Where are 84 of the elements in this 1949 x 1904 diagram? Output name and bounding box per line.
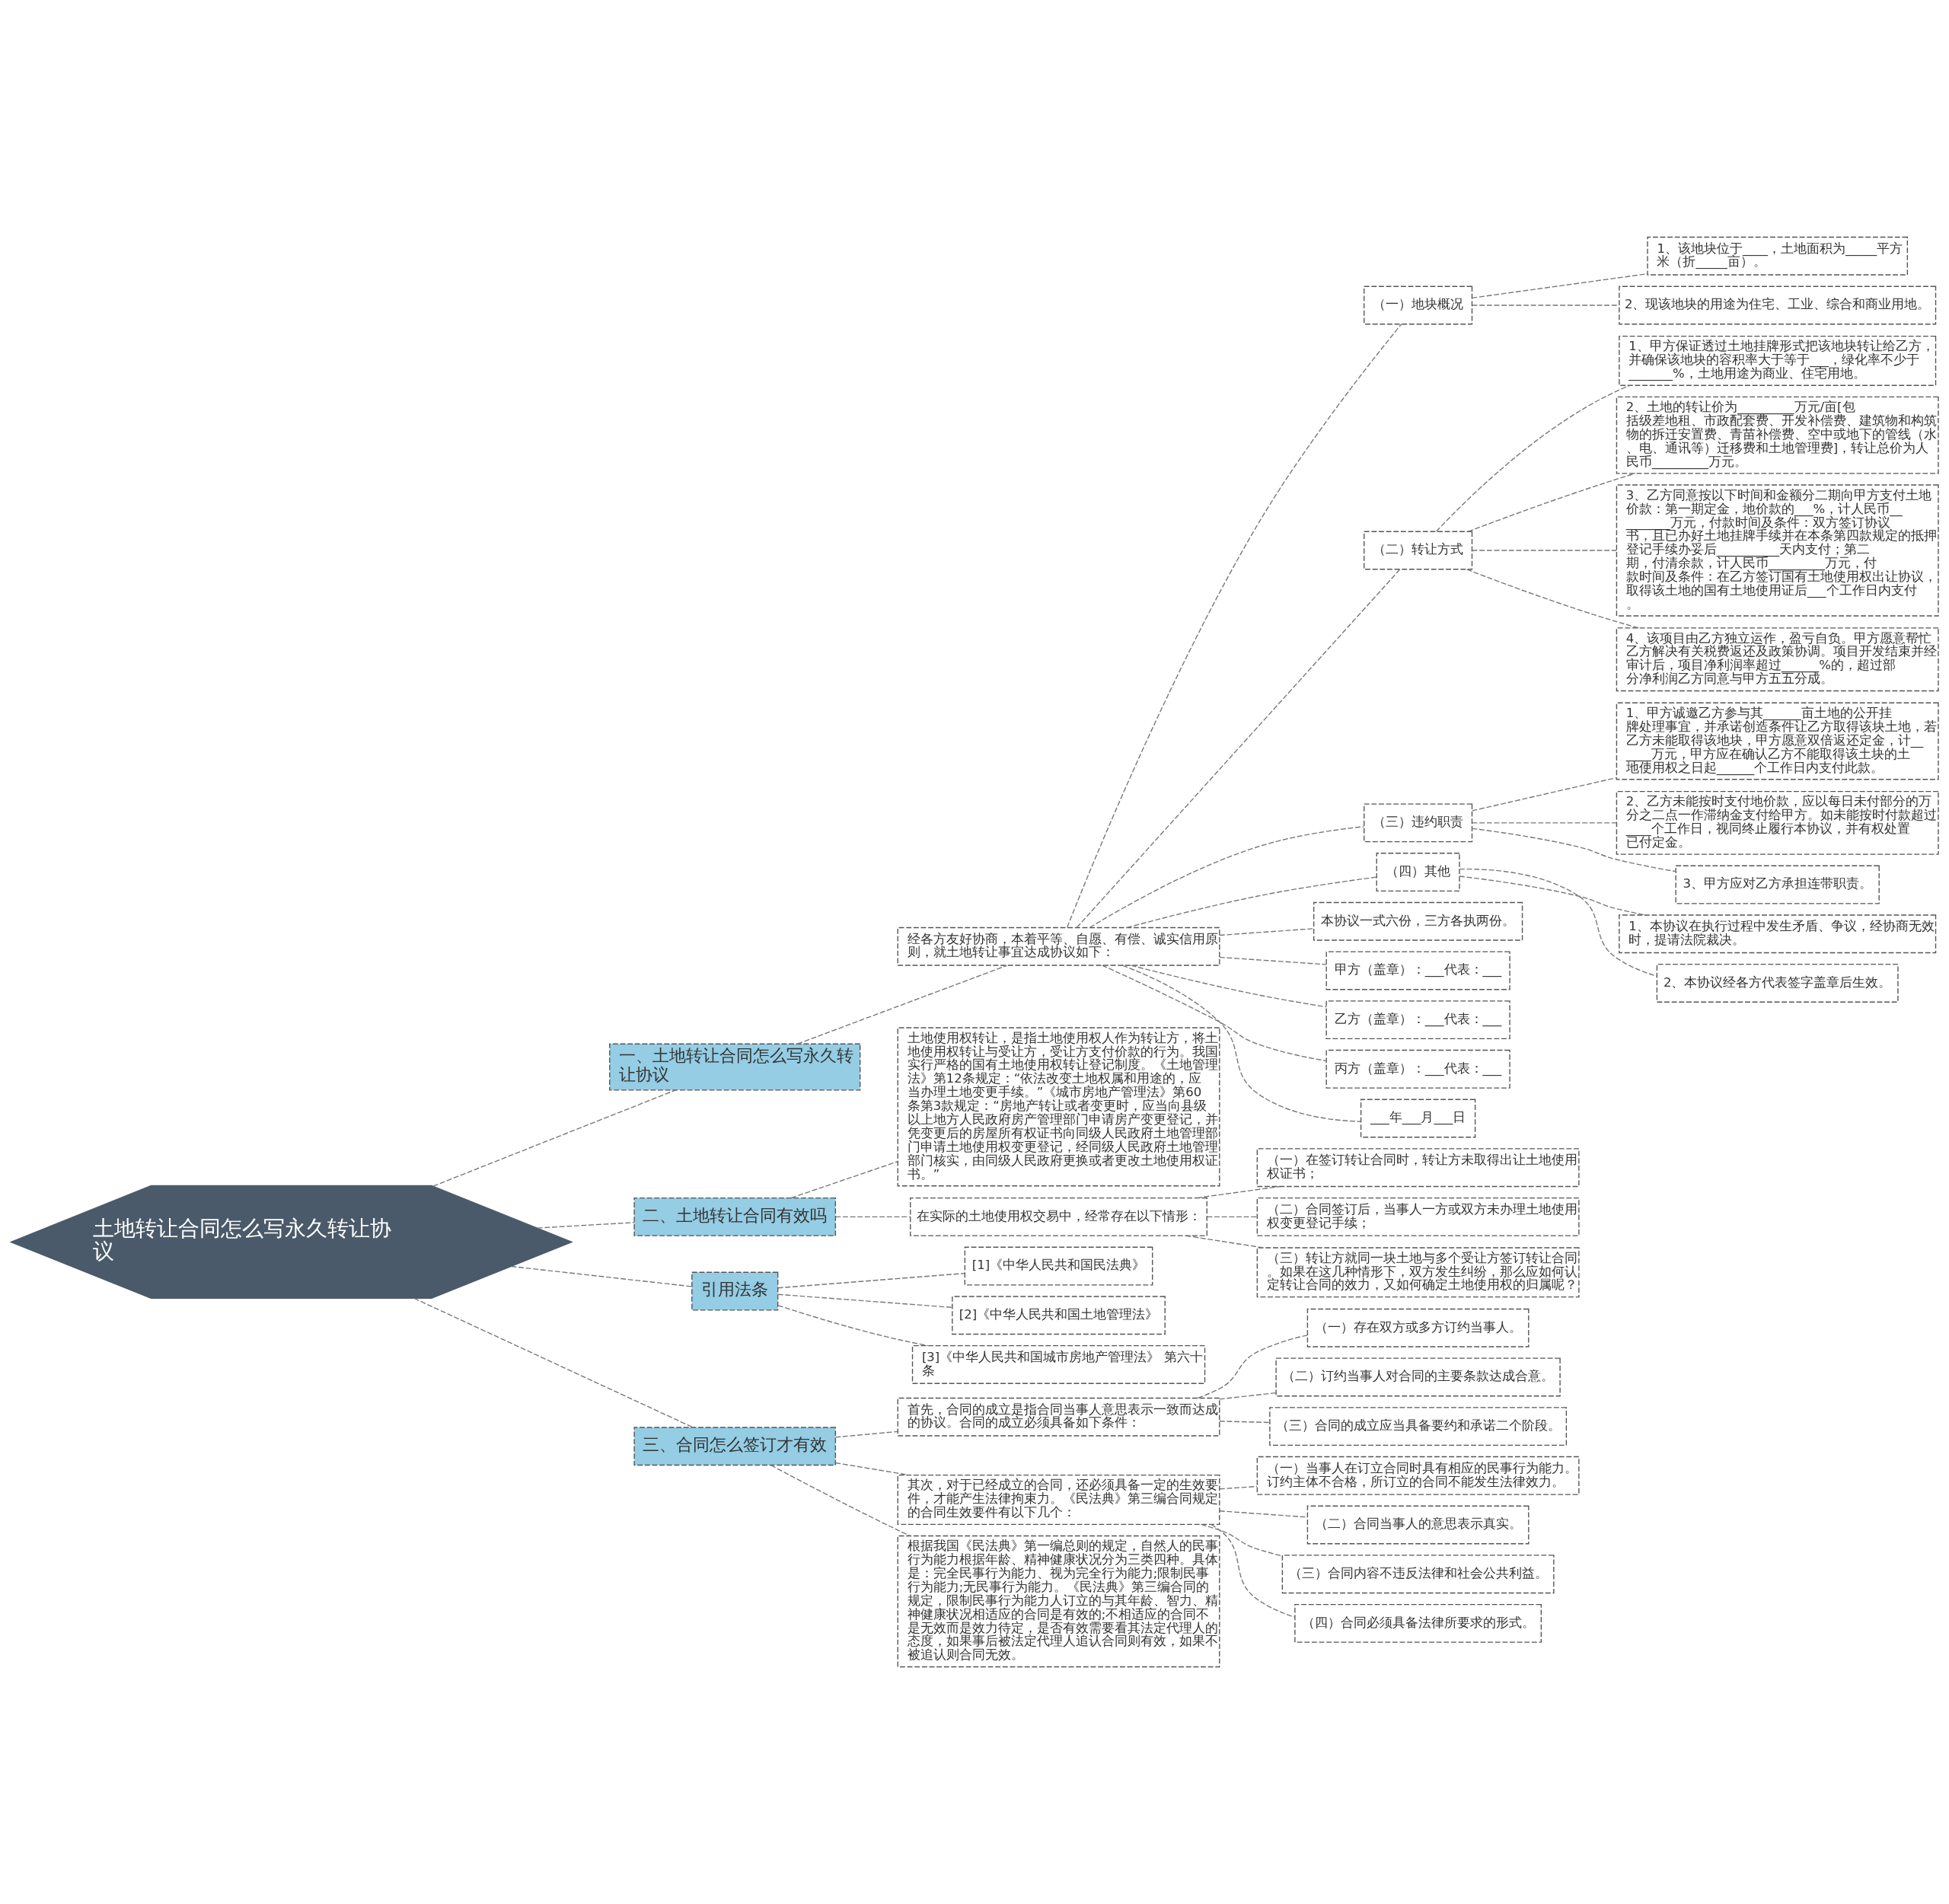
- node-box: （四）合同必须具备法律所要求的形式。: [1294, 1603, 1542, 1643]
- connector: [1067, 324, 1402, 928]
- connector: [1200, 1523, 1283, 1557]
- node-box: （一）在签订转让合同时，转让方未取得出让土地使用权证书；: [1256, 1148, 1580, 1188]
- node-box: （三）合同的成立应当具备要约和承诺二个阶段。: [1269, 1407, 1568, 1446]
- node-box: 根据我国《民法典》第一编总则的规定，自然人的民事行为能力根据年龄、精神健康状况分为三类四种。具体是：完全民事行为能力、视为完全行为能力;限制民事行为能力;无民事行为能力。《民法典》第三编合同的规定，限制民事行为能力人订立的与其年龄、智力、精神健康状况相适应的合同是有效的;不相适应的合同不是无效而是效力待定，是否有效需要看其法定代理人的态度，如果事后被法定代理人追认合同则有效，如果不被追认则合同无效。: [897, 1535, 1220, 1668]
- connector: [1472, 822, 1617, 824]
- node-box: 3、甲方应对乙方承担连带职责。: [1675, 865, 1880, 904]
- node-box: 2、土地的转让价为_________万元/亩[包括级差地租、市政配套费、开发补偿费、建筑物和构筑物的拆迁安置费、青苗补偿费、空中或地下的管线（水、电、通讯等）迁移费和土地管理费]，转让总价为人民币_________万元。: [1616, 396, 1939, 474]
- node-box: （二）合同当事人的意思表示真实。: [1306, 1505, 1530, 1545]
- node-box: 2、现该地块的用途为住宅、工业、综合和商业用地。: [1619, 285, 1937, 325]
- node-box: 1、甲方保证透过土地挂牌形式把该地块转让给乙方，并确保该地块的容积率大于等于___，绿化率不少于_______%，土地用途为商业、住宅用地。: [1619, 335, 1937, 386]
- node-box: 甲方（盖章）：___代表：___: [1325, 951, 1510, 990]
- node-box: [3]《中华人民共和国城市房地产管理法》 第六十条: [911, 1344, 1206, 1384]
- connector: [1131, 965, 1327, 1008]
- connector: [1185, 1235, 1264, 1249]
- node-box: 在实际的土地使用权交易中，经常存在以下情形：: [910, 1197, 1207, 1236]
- connector: [1076, 569, 1401, 928]
- node-box: 2、本协议经各方代表签字盖章后生效。: [1656, 964, 1899, 1003]
- node-box: 三、合同怎么签订才有效: [633, 1427, 837, 1466]
- connector: [1466, 569, 1639, 629]
- connector: [510, 1265, 693, 1287]
- node-box: [1]《中华人民共和国民法典》: [964, 1246, 1153, 1286]
- connector: [1196, 1185, 1281, 1199]
- node-box: 其次，对于已经成立的合同，还必须具备一定的生效要件，才能产生法律拘束力。《民法典》第三编合同规定的合同生效要件有以下几个：: [897, 1474, 1220, 1525]
- connector: [1102, 965, 1327, 1061]
- connector: [413, 1297, 694, 1428]
- node-box: 1、甲方诚邀乙方参与其______亩土地的公开挂牌处理事宜，并承诺创造条件让乙方取得该块土地，若乙方未能取得该地块，甲方愿意双倍返还定金，计______万元，甲方应在确认乙方不能取得该土块的土地使用权之日起______个工作日内支付此款。: [1616, 702, 1939, 780]
- node-box: （二）订约当事人对合同的主要条款达成合意。: [1275, 1357, 1561, 1397]
- connector: [1126, 876, 1377, 929]
- connector: [1219, 1421, 1271, 1424]
- node-box: 二、土地转让合同有效吗: [633, 1197, 837, 1236]
- connector: [1219, 928, 1315, 936]
- node-box: ___年___月___日: [1360, 1099, 1476, 1138]
- connector: [1472, 777, 1617, 812]
- connector: [1219, 956, 1327, 965]
- connector: [770, 1464, 911, 1537]
- node-box: 1、本协议在执行过程中发生矛盾、争议，经协商无效时，提请法院裁决。: [1619, 914, 1937, 954]
- connector: [1435, 384, 1631, 532]
- node-box: 3、乙方同意按以下时间和金额分二期向甲方支付土地价款：第一期定金，地价款的___%，计人民币_________万元，付款时间及条件：双方签订协议书，且已办好土地挂牌手续并在本条第四款规定的抵押登记手续办妥后__________天内支付；第二期，付清余款，计人民币_________万元，付款时间及条件：在乙方签订国有土地使用权出让协议，取得该土地的国有土地使用证后___个工作日内支付。: [1616, 484, 1939, 617]
- node-box: （一）地块概况: [1364, 285, 1473, 325]
- connector: [1219, 1392, 1277, 1400]
- node-box: （二）转让方式: [1364, 531, 1473, 570]
- node-box: 4、该项目由乙方独立运作，盈亏自负。甲方愿意帮忙乙方解决有关税费返还及政策协调。项目开发结束并经审计后，项目净利润率超过______%的，超过部分净利润乙方同意与甲方五五分成。: [1616, 627, 1939, 692]
- connector: [834, 1462, 910, 1476]
- node-box: 乙方（盖章）：___代表：___: [1325, 1000, 1510, 1040]
- node-box: （三）违约职责: [1364, 803, 1473, 843]
- connector: [537, 1222, 635, 1229]
- connector: [834, 1216, 911, 1218]
- connector: [834, 1430, 898, 1438]
- connector: [1197, 1335, 1308, 1399]
- connector: [1121, 965, 1361, 1122]
- connector: [432, 1089, 677, 1187]
- node-box: 首先，合同的成立是指合同当事人意思表示一致而达成的协议。合同的成立必须具备如下条件：: [897, 1397, 1220, 1437]
- node-box: （三）转让方就同一块土地与多个受让方签订转让合同。如果在这几种情形下，双方发生纠纷，那么应如何认定转让合同的效力，又如何确定土地使用权的归属呢？: [1256, 1247, 1580, 1298]
- connector: [1219, 1485, 1258, 1490]
- node-box: 土地使用权转让，是指土地使用权人作为转让方，将土地使用权转让与受让方，受让方支付价款的行为。我国实行严格的国有土地使用权转让登记制度。《土地管理法》第12条规定：“依法改变土地权属和用途的，应当办理土地变更手续。”《城市房地产管理法》第60条第3款规定：“房地产转让或者变更时，应当向县级以上地方人民政府房产管理部门申请房产变更登记，并凭变更后的房屋所有权证书向同级人民政府土地管理部门申请土地使用权变更登记，经同级人民政府土地管理部门核实，由同级人民政府更换或者更改土地使用权证书。”: [897, 1027, 1220, 1187]
- node-box: 2、乙方未能按时支付地价款，应以每日未付部分的万分之二点一作滞纳金支付给甲方。如未能按时付款超过____个工作日，视同终止履行本协议，并有权处置已付定金。: [1616, 790, 1939, 855]
- connector: [1472, 273, 1648, 299]
- node-box: [2]《中华人民共和国土地管理法》: [952, 1296, 1166, 1335]
- node-box: （四）其他: [1376, 853, 1460, 891]
- connector: [1467, 473, 1636, 532]
- node-box: 丙方（盖章）：___代表：___: [1325, 1049, 1510, 1089]
- connector: [777, 1293, 953, 1309]
- node-box: 本协议一式六份，三方各执两份。: [1313, 901, 1523, 941]
- connector: [1471, 828, 1676, 872]
- connector: [777, 1272, 965, 1289]
- connector: [796, 965, 1008, 1044]
- connector: [1459, 868, 1657, 977]
- connector: [1089, 826, 1365, 928]
- node-box: （三）合同内容不违反法律和社会公共利益。: [1281, 1555, 1555, 1594]
- node-box: 经各方友好协商，本着平等、自愿、有偿、诚实信用原则，就土地转让事宜达成协议如下：: [897, 926, 1220, 966]
- connector: [1459, 875, 1646, 916]
- connector: [1206, 1216, 1258, 1218]
- node-box: 1、该地块位于____，土地面积为_____平方米（折_____亩）。: [1647, 236, 1909, 276]
- node-box: 一、土地转让合同怎么写永久转让协议: [609, 1043, 861, 1091]
- connector: [1472, 550, 1617, 551]
- node-box: （二）合同签订后，当事人一方或双方未办理土地使用权变更登记手续；: [1256, 1197, 1580, 1236]
- connector: [777, 1305, 929, 1347]
- node-box: 引用法条: [691, 1271, 779, 1311]
- node-box: （一）存在双方或多方订约当事人。: [1306, 1308, 1530, 1347]
- node-box: （一）当事人在订立合同时具有相应的民事行为能力。订约主体不合格，所订立的合同不能发生法律效力。: [1256, 1456, 1580, 1495]
- connector: [790, 1161, 898, 1199]
- connector: [1210, 1523, 1296, 1618]
